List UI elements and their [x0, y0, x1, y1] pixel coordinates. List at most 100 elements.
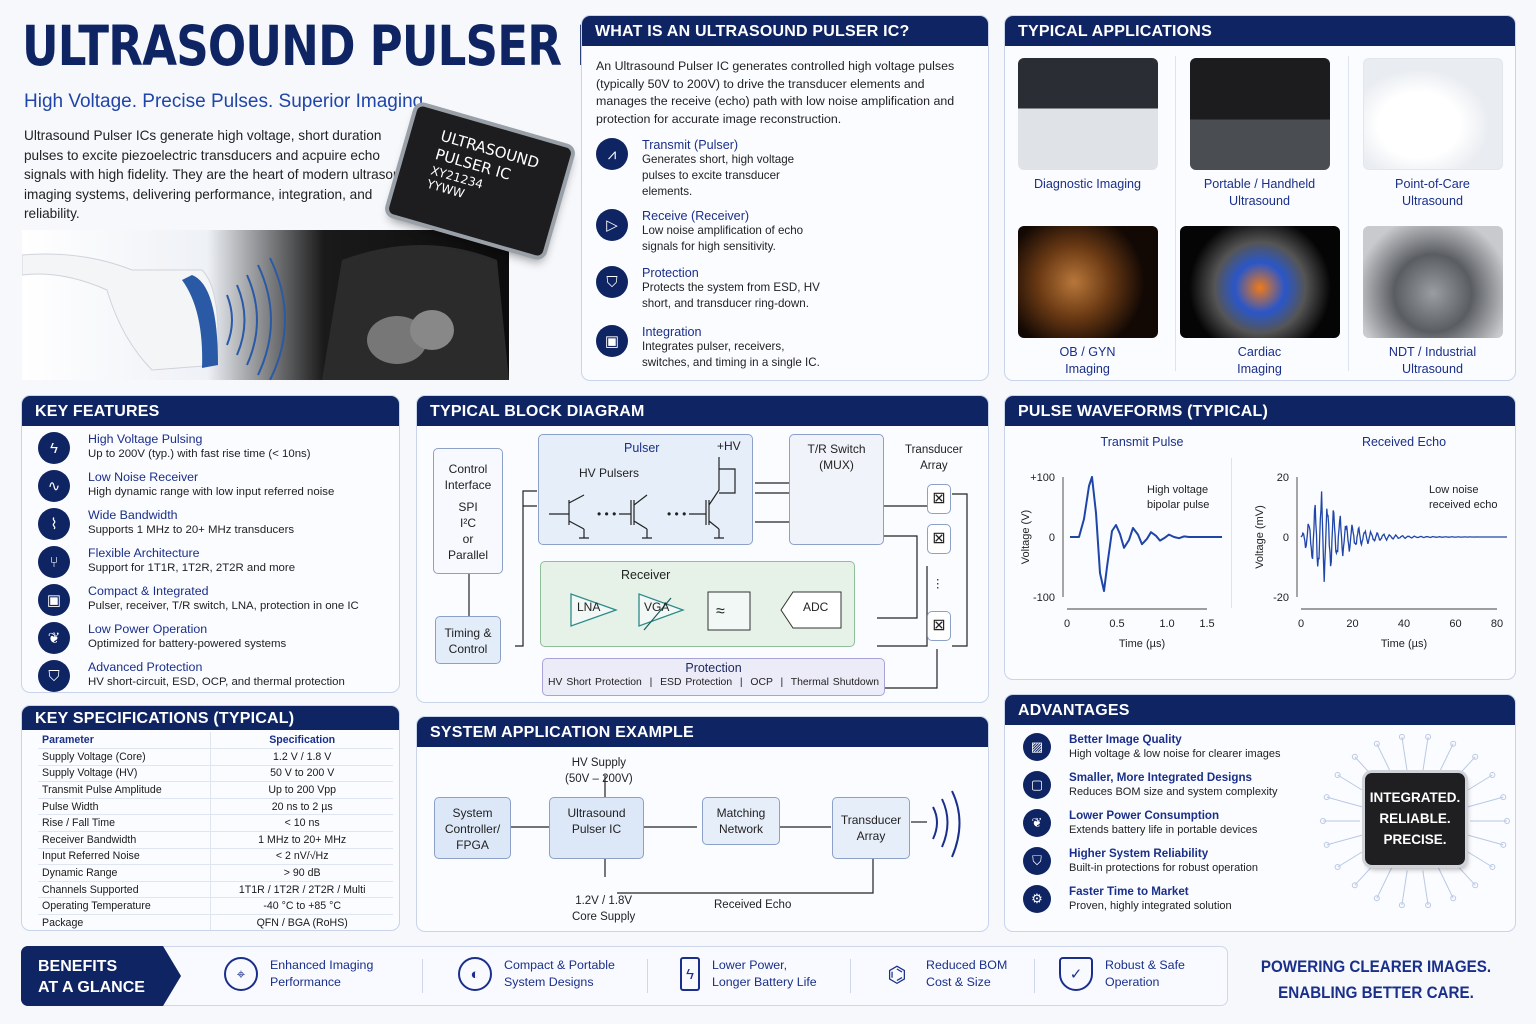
feature-title: High Voltage Pulsing	[88, 432, 203, 446]
what-item: ▷ Receive (Receiver)Low noise amplificat…	[596, 209, 822, 255]
block-label: T/R Switch	[807, 442, 866, 456]
advantage-title: Lower Power Consumption	[1069, 809, 1220, 822]
x-tick-label: 0	[1064, 618, 1070, 630]
block-label: System	[452, 806, 493, 820]
system-panel: SYSTEM APPLICATION EXAMPLE HV Supply(50V…	[416, 716, 989, 932]
x-tick-label: 20	[1346, 618, 1358, 630]
x-axis-label: Time (µs)	[1381, 638, 1427, 650]
gear-icon: ⚙	[1023, 885, 1051, 913]
circuit-trace	[1437, 743, 1454, 776]
circuit-trace	[1467, 834, 1504, 846]
hv-label: +HV	[717, 439, 741, 453]
hv-supply-label: HV Supply(50V – 200V)	[565, 755, 633, 787]
probe-image	[1362, 58, 1503, 170]
application-diagnostic: Diagnostic Imaging	[1005, 58, 1170, 193]
spec-value: 1T1R / 1T2R / 2T2R / Multi	[210, 881, 393, 899]
circuit-trace	[1337, 774, 1369, 795]
block-label: Controller/	[444, 822, 501, 836]
spec-value: < 2 nV/√Hz	[210, 848, 393, 866]
advantage-title: Higher System Reliability	[1069, 847, 1209, 860]
waveforms-panel: PULSE WAVEFORMS (TYPICAL) Transmit Pulse…	[1004, 395, 1516, 680]
item-desc: Low noise amplification of echo signals …	[642, 224, 804, 253]
receiver-chain: ≈	[570, 591, 842, 631]
trace-pad	[1450, 740, 1457, 747]
spec-value: 20 ns to 2 µs	[210, 798, 393, 816]
block-title: Receiver	[621, 568, 671, 582]
trace-pad	[1472, 753, 1479, 760]
bom-circuit-icon: ⌬	[887, 961, 907, 987]
item-title: Receive (Receiver)	[642, 209, 750, 223]
application-label: Portable / Handheld Ultrasound	[1203, 177, 1316, 208]
svg-text:≈: ≈	[716, 603, 725, 620]
ellipsis: ⋮	[932, 578, 944, 590]
block-label: Array	[920, 460, 948, 472]
trace-pad	[1351, 882, 1358, 889]
block-label: SPI	[458, 500, 478, 514]
trace-pad	[1489, 864, 1496, 870]
system-wires	[511, 775, 961, 894]
waveform-icon: ∿	[38, 470, 70, 502]
chip-text: PRECISE.	[1383, 832, 1447, 847]
benefit-text: Performance	[270, 975, 341, 989]
feature-desc: Optimized for battery-powered systems	[88, 638, 287, 650]
benefit-text: Robust & Safe	[1105, 958, 1185, 972]
shield-check-icon: ✓	[1059, 957, 1093, 991]
feature-desc: High dynamic range with low input referr…	[88, 486, 335, 498]
lna-label: LNA	[577, 600, 601, 614]
block-label: Control	[448, 642, 488, 656]
trace-pad	[1450, 895, 1457, 902]
trace-pad	[1398, 902, 1405, 909]
specs-heading: KEY SPECIFICATIONS (TYPICAL)	[22, 706, 399, 730]
trace-pad	[1320, 818, 1326, 824]
spec-row: Dynamic Range> 90 dB	[38, 864, 393, 882]
spec-value: 1 MHz to 20+ MHz	[210, 831, 393, 849]
circuit-trace	[1461, 847, 1493, 868]
tagline-line: POWERING CLEARER IMAGES.	[1260, 958, 1492, 976]
trace-pad	[1373, 895, 1380, 902]
y-axis-label: Voltage (V)	[1020, 510, 1032, 564]
transducer-element: ⊠	[927, 611, 951, 641]
spec-parameter: Supply Voltage (HV)	[38, 765, 211, 783]
block-label: Parallel	[447, 548, 489, 562]
svg-text:• • •: • • •	[597, 507, 616, 521]
benefit-text: Longer Battery Life	[712, 975, 817, 989]
what-is-panel: WHAT IS AN ULTRASOUND PULSER IC? An Ultr…	[581, 15, 989, 381]
spec-row: Supply Voltage (Core)1.2 V / 1.8 V	[38, 748, 393, 766]
spec-parameter: Input Referred Noise	[38, 848, 211, 866]
what-item: ⩘ Transmit (Pulser)Generates short, high…	[596, 138, 812, 200]
column-header: Specification	[210, 732, 393, 750]
applications-panel: TYPICAL APPLICATIONS Diagnostic Imaging …	[1004, 15, 1516, 381]
spec-value: > 90 dB	[210, 864, 393, 882]
battery-icon: ϟ	[680, 957, 700, 991]
what-is-body: An Ultrasound Pulser IC generates contro…	[596, 59, 955, 126]
trace-pad	[1425, 902, 1432, 909]
block-label: Transducer	[840, 813, 902, 827]
application-poc: Point-of-Care Ultrasound	[1350, 58, 1515, 210]
item-desc: Integrates pulser, receivers, switches, …	[642, 340, 820, 369]
branch-icon: ⑂	[38, 546, 70, 578]
chip-icon: ▣	[38, 584, 70, 616]
circuit-trace	[1467, 796, 1504, 808]
chart-title: Transmit Pulse	[1101, 435, 1184, 449]
features-heading: KEY FEATURES	[22, 396, 399, 426]
feature-title: Compact & Integrated	[88, 584, 209, 598]
label-line: 1.2V / 1.8V	[575, 895, 633, 907]
pulser-block: Pulser +HV HV Pulsers • • •• • •	[538, 434, 753, 545]
application-label: Point-of-Care Ultrasound	[1395, 177, 1470, 208]
leaf-icon: ❦	[38, 622, 70, 654]
block-label: (MUX)	[819, 458, 854, 472]
circuit-trace	[1422, 870, 1429, 906]
trace-pad	[1504, 818, 1510, 824]
application-label: NDT / Industrial Ultrasound	[1388, 345, 1477, 376]
advantage-title: Smaller, More Integrated Designs	[1069, 771, 1252, 784]
